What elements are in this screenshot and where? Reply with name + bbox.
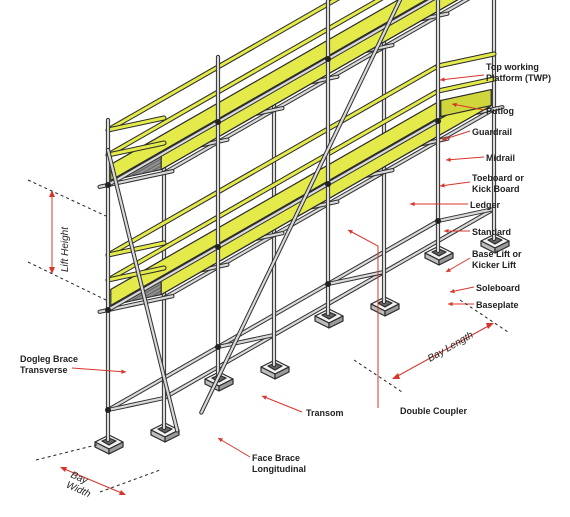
coupler — [325, 56, 331, 62]
label-bay-width: BayWidth — [64, 470, 97, 501]
base-lift-transom — [325, 269, 387, 287]
arrowhead — [49, 190, 55, 197]
end-guardrail — [435, 51, 497, 69]
leader-line — [451, 103, 485, 111]
leader-arrow — [262, 395, 267, 400]
dashed-guide — [27, 179, 107, 217]
coupler — [435, 218, 441, 224]
leader-arrow — [348, 230, 353, 235]
leader-arrow — [440, 77, 445, 82]
leader-line — [71, 367, 127, 373]
label-ledger: Ledger — [470, 200, 501, 210]
bay-length-dim — [393, 323, 493, 379]
leader-arrow — [410, 201, 415, 207]
soleboard-side — [438, 252, 454, 266]
dogleg-brace — [105, 147, 180, 433]
leader-arrow — [121, 369, 126, 374]
midrail — [105, 88, 441, 283]
leader-line — [445, 156, 485, 161]
arrowhead — [49, 267, 55, 274]
soleboard-side — [218, 378, 234, 392]
arrowhead — [119, 490, 126, 495]
midrail — [105, 0, 384, 158]
arrowhead — [392, 373, 400, 379]
leader-arrow — [440, 183, 445, 188]
label-standard: Standard — [472, 227, 511, 237]
base-lift-transom — [215, 332, 277, 350]
coupler — [215, 344, 221, 350]
end-midrail — [435, 76, 497, 94]
end-midrail — [105, 140, 167, 158]
leader-line — [261, 395, 303, 413]
coupler — [215, 244, 221, 250]
leader-arrow — [448, 301, 453, 307]
dashed-guide — [27, 261, 107, 301]
soleboard-side — [274, 366, 290, 380]
coupler — [325, 281, 331, 287]
soleboard-side — [384, 303, 400, 317]
end-guardrail — [105, 115, 167, 133]
coupler — [435, 118, 441, 124]
base-lift-transom — [105, 395, 167, 413]
coupler — [325, 181, 331, 187]
leader-arrow — [452, 102, 457, 107]
label-transom: Transom — [306, 408, 344, 418]
leader-arrow — [446, 157, 451, 162]
label-double-coupler: Double Coupler — [400, 406, 467, 416]
leader-lines — [27, 74, 509, 495]
toeboard-end — [440, 88, 492, 118]
label-baseplate: Baseplate — [476, 300, 519, 310]
ledger — [105, 118, 441, 313]
label-lift-height: Lift Height — [60, 226, 71, 272]
dashed-guide — [99, 469, 161, 493]
label-soleboard: Soleboard — [476, 283, 520, 293]
coupler — [105, 182, 111, 188]
coupler — [105, 307, 111, 313]
base-lift-transom — [435, 206, 497, 224]
label-bay-length: Bay Length — [426, 330, 476, 365]
leader-arrow — [444, 228, 449, 234]
leader-arrow — [450, 288, 455, 294]
arrowhead — [60, 467, 67, 472]
leader-line — [439, 74, 485, 81]
soleboard-side — [108, 441, 124, 455]
coupler — [215, 119, 221, 125]
end-midrail — [105, 265, 167, 283]
bay-width-dim — [61, 467, 125, 495]
dimension-lines — [27, 179, 509, 495]
leader-arrow — [442, 136, 447, 141]
dashed-guide — [35, 443, 101, 461]
arrowhead — [486, 323, 494, 329]
label-putlog: Putlog — [486, 106, 514, 116]
leader-arrow — [218, 438, 223, 443]
end-guardrail — [105, 240, 167, 258]
ledger — [105, 0, 436, 188]
leader-line — [441, 130, 471, 141]
guardrail — [105, 63, 441, 258]
soleboard-side — [164, 429, 180, 443]
coupler — [105, 407, 111, 413]
leader-line — [217, 437, 251, 458]
leader-arrow — [446, 267, 451, 272]
soleboard-side — [328, 315, 344, 329]
label-midrail: Midrail — [486, 153, 515, 163]
dashed-guide — [353, 359, 403, 393]
leader-line — [439, 181, 471, 187]
guardrail — [105, 0, 341, 133]
scaffold-structure — [94, 0, 510, 455]
leader-line — [445, 257, 471, 273]
label-guardrail: Guardrail — [472, 127, 512, 137]
soleboard-side — [494, 240, 510, 254]
dashed-guide — [459, 299, 509, 333]
face-brace — [199, 0, 403, 415]
